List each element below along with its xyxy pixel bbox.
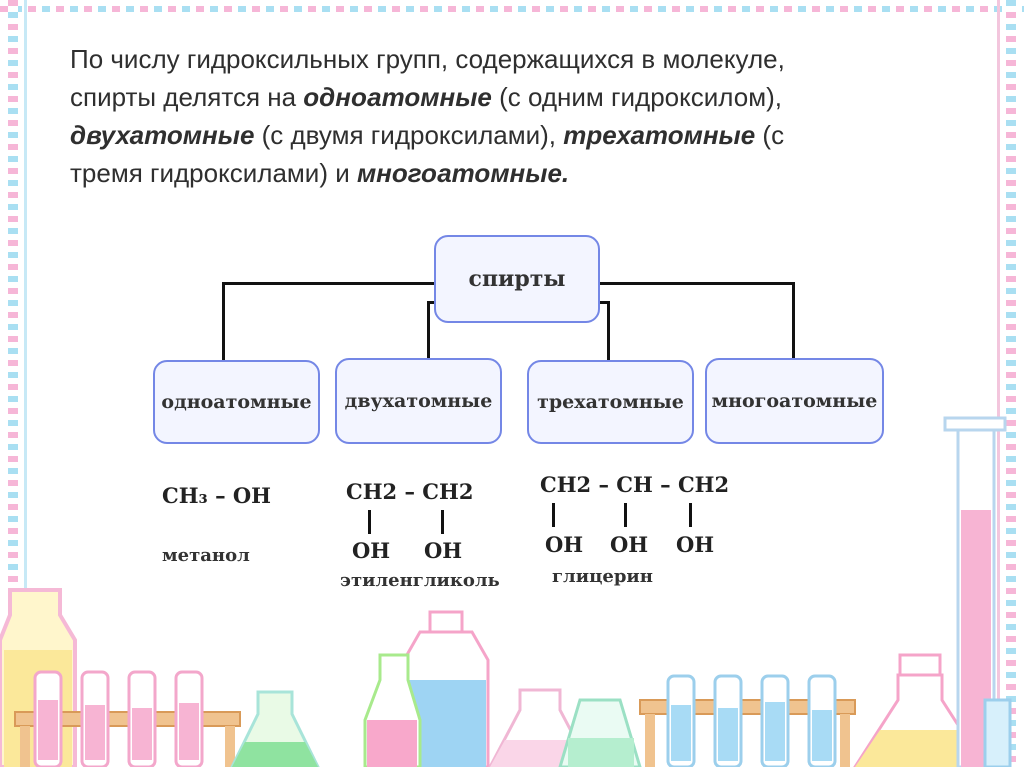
term-trihydric: трехатомные xyxy=(563,120,756,150)
glycerol-formula: CH2 – CH – CH2 xyxy=(540,472,730,497)
ethylene-glycol-oh-2: OH xyxy=(424,538,463,563)
bond-line xyxy=(552,503,555,527)
glycerol-oh-3: OH xyxy=(676,532,715,557)
intro-text: (с одним гидроксилом), xyxy=(491,82,782,112)
node-trihydric: трехатомные xyxy=(527,360,694,444)
ethylene-glycol-oh-1: OH xyxy=(352,538,391,563)
term-dihydric: двухатомные xyxy=(70,120,255,150)
glycerol-oh-1: OH xyxy=(545,532,584,557)
bond-line xyxy=(368,510,371,534)
intro-line-1: По числу гидроксильных групп, содержащих… xyxy=(70,44,785,74)
frame-top-border xyxy=(0,6,1024,12)
connector-line xyxy=(427,301,430,358)
intro-line-2: спирты делятся на одноатомные (с одним г… xyxy=(70,78,970,116)
intro-text: (с двумя гидроксилами), xyxy=(254,120,564,150)
frame-left-stripe xyxy=(24,0,27,767)
connector-line xyxy=(222,282,434,285)
glycerol-name: глицерин xyxy=(552,566,653,587)
intro-paragraph: По числу гидроксильных групп, содержащих… xyxy=(70,40,970,192)
connector-line xyxy=(222,282,225,360)
node-dihydric: двухатомные xyxy=(335,358,502,444)
methanol-name: метанол xyxy=(162,545,250,566)
ethylene-glycol-formula: CH2 – CH2 xyxy=(346,479,474,504)
connector-line xyxy=(594,301,609,304)
connector-line xyxy=(607,301,610,360)
frame-right-stripe xyxy=(997,0,1000,767)
intro-line-3: двухатомные (с двумя гидроксилами), трех… xyxy=(70,116,970,154)
intro-line-4: тремя гидроксилами) и многоатомные. xyxy=(70,154,970,192)
intro-text: тремя гидроксилами) и xyxy=(70,158,357,188)
ethylene-glycol-name: этиленгликоль xyxy=(340,570,500,591)
methanol-formula: CH₃ – OH xyxy=(162,483,272,508)
connector-line xyxy=(427,301,437,304)
node-alcohols: спирты xyxy=(434,235,600,323)
node-monohydric: одноатомные xyxy=(153,360,320,444)
term-monohydric: одноатомные xyxy=(303,82,492,112)
connector-line xyxy=(596,282,794,285)
node-polyhydric: многоатомные xyxy=(705,358,884,444)
bond-line xyxy=(689,503,692,527)
bond-line xyxy=(441,510,444,534)
term-polyhydric: многоатомные. xyxy=(356,158,570,188)
frame-left-border xyxy=(8,0,18,767)
frame-right-border xyxy=(1006,0,1016,767)
glycerol-oh-2: OH xyxy=(610,532,649,557)
intro-text: спирты делятся на xyxy=(70,82,304,112)
connector-line xyxy=(792,282,795,358)
intro-text: (с xyxy=(755,120,785,150)
bond-line xyxy=(624,503,627,527)
